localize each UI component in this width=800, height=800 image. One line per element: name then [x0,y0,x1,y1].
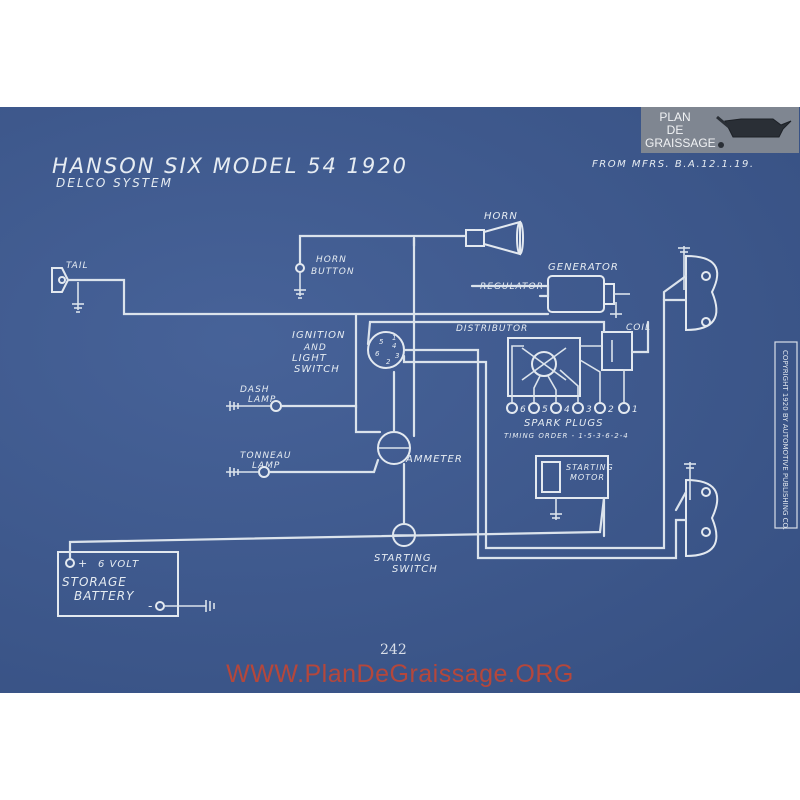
ignition-coil: COIL [601,323,651,371]
oil-can-icon [716,115,792,148]
starting-switch-label-1: STARTING [374,553,432,564]
starting-switch-label-2: SWITCH [392,564,438,575]
spark-plugs: 6 5 4 3 2 1 SPARK PLUGS TIMING ORDER - 1… [504,402,639,440]
starting-switch: STARTING SWITCH [374,523,438,575]
plug-number: 1 [632,405,639,415]
logo-line-2: DE [666,123,684,137]
ignition-label-1: IGNITION [292,330,346,341]
horn: HORN [465,211,524,256]
coil-label: COIL [626,323,651,333]
page-number: 242 [380,642,407,658]
logo-text: PLAN DE GRAISSAGE [645,110,716,150]
ignition-label-3: LIGHT [292,353,327,364]
logo-line-3: GRAISSAGE [645,136,716,150]
diagram-subtitle: DELCO SYSTEM [56,176,173,190]
horn-button: HORN BUTTON [294,255,355,299]
plug-number: 3 [586,405,593,415]
ammeter-label: AMMETER [405,454,463,465]
plug-number: 2 [608,405,615,415]
distributor-label: DISTRIBUTOR [456,324,528,334]
ammeter: AMMETER [377,431,463,465]
tail-label: TAIL [66,261,89,271]
wires [66,234,688,561]
website-watermark: WWW.PlanDeGraissage.ORG [226,660,574,688]
horn-button-label-1: HORN [316,255,347,265]
ignition-label-4: SWITCH [294,364,340,375]
generator: GENERATOR REGULATOR [480,262,630,318]
timing-order-label: TIMING ORDER - 1-5-3-6-2-4 [504,432,629,440]
tonneau-lamp-label-2: LAMP [252,461,280,471]
dash-lamp: DASH LAMP [226,385,282,412]
distributor: DISTRIBUTOR [456,324,581,397]
dash-lamp-label-1: DASH [240,385,270,395]
plug-number: 6 [520,405,527,415]
battery-plus-label: + [78,557,88,570]
copyright-stamp: COPYRIGHT 1920 BY AUTOMOTIVE PUBLISHING … [774,341,798,530]
battery-label-2: BATTERY [74,589,135,603]
spark-plugs-label: SPARK PLUGS [524,418,603,429]
storage-battery: + 6 VOLT STORAGE BATTERY - [57,551,215,617]
headlamp-upper [678,246,719,332]
headlamp-lower [684,462,719,558]
tonneau-lamp-label-1: TONNEAU [240,451,291,461]
horn-button-label-2: BUTTON [311,267,355,277]
battery-label-1: STORAGE [62,575,127,589]
switch-terminal: 5 [379,338,384,346]
battery-minus-label: - [148,599,153,613]
source-note: FROM MFRS. B.A.12.1.19. [592,159,755,170]
tail-lamp: TAIL [51,261,89,313]
switch-terminal: 6 [375,350,380,358]
logo-line-1: PLAN [659,110,691,124]
ignition-label-2: AND [303,343,327,353]
battery-volt-label: 6 VOLT [98,559,139,570]
tonneau-lamp: TONNEAU LAMP [226,451,291,478]
starting-motor: STARTING MOTOR [535,455,614,520]
switch-terminal: 1 [392,334,397,342]
horn-label: HORN [484,211,518,222]
switch-terminal: 3 [395,352,400,360]
plug-number: 5 [542,405,549,415]
generator-label: GENERATOR [548,262,619,273]
switch-terminal: 4 [392,342,397,350]
dash-lamp-label-2: LAMP [248,395,276,405]
starting-motor-label-2: MOTOR [570,473,605,482]
plan-de-graissage-logo: PLAN DE GRAISSAGE [641,107,799,153]
copyright-text: COPYRIGHT 1920 BY AUTOMOTIVE PUBLISHING … [781,350,789,530]
diagram-title: HANSON SIX MODEL 54 1920 [52,154,408,178]
starting-motor-label-1: STARTING [566,463,614,472]
plug-number: 4 [564,405,571,415]
switch-terminal: 2 [386,358,391,366]
ignition-light-switch: 5 4 3 6 2 1 IGNITION AND LIGHT SWITCH [292,330,405,375]
blueprint-sheet [0,107,800,693]
